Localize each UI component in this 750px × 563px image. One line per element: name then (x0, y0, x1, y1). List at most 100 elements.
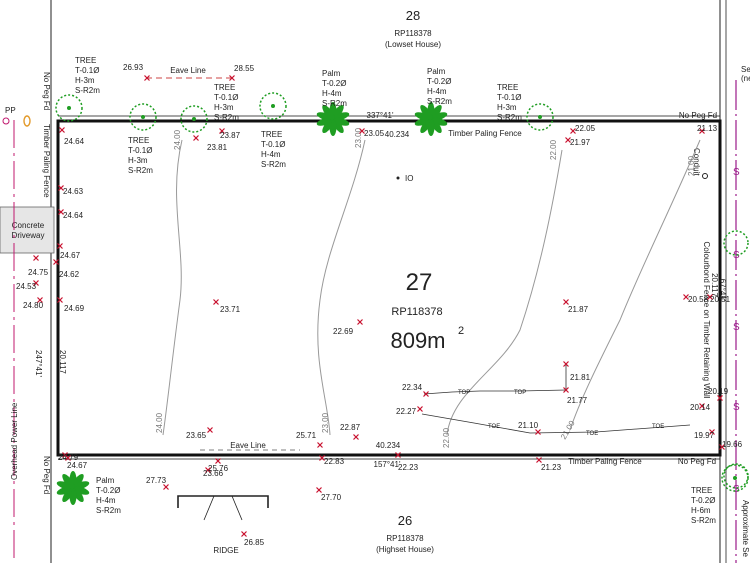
tree-label-line: H-4m (322, 89, 342, 98)
spot-level: 25.71 (296, 431, 317, 440)
sewer-marker: S (733, 402, 740, 413)
spot-level: 20.14 (690, 403, 711, 412)
top-of-bank (423, 389, 567, 395)
tree-trunk (67, 106, 71, 110)
spot-level: 20.58 (688, 295, 709, 304)
spot-level: 27.70 (321, 493, 342, 502)
lot-28-plan: RP118378 (394, 29, 432, 38)
lot-27-area-sup: 2 (458, 325, 464, 337)
no-peg-bottom: No Peg Fd (678, 457, 716, 466)
tree-label-line: T-0.2Ø (96, 486, 120, 495)
tree-label-line: TREE (261, 130, 282, 139)
tree-symbols (55, 92, 749, 505)
sewer-marker: S (733, 484, 740, 495)
spot-level: 23.87 (220, 131, 241, 140)
spot-level: 25.76 (208, 464, 229, 473)
lot-26-house: (Highset House) (376, 545, 434, 554)
contour-label: 22.00 (549, 139, 558, 160)
palm-symbol (56, 471, 90, 505)
bottom-bearing: 157°41' (374, 460, 401, 469)
ridge-label: RIDGE (213, 546, 238, 555)
tree-trunk (192, 117, 196, 121)
top-right-ne: (ne (741, 74, 750, 83)
spot-level: 24.62 (59, 270, 80, 279)
lot-28-number: 28 (406, 8, 420, 23)
spot-level: 28.55 (234, 64, 255, 73)
tree-label-line: TREE (75, 56, 96, 65)
service-pit-symbol (23, 115, 31, 127)
spot-level: 22.87 (340, 423, 361, 432)
spot-level: 24.64 (63, 211, 84, 220)
tree-trunk (538, 115, 542, 119)
tree-label-line: H-6m (691, 506, 711, 515)
top-key-2: TOP (514, 390, 526, 396)
tree-trunk (733, 476, 737, 480)
tree-label-line: TREE (214, 83, 235, 92)
contour-label: 24.00 (155, 412, 164, 433)
bottom-distance: 40.234 (376, 441, 401, 450)
top-right-se: Se (741, 65, 750, 74)
lot-27-number: 27 (406, 269, 433, 296)
contour-24 (162, 139, 183, 436)
spot-level: 22.69 (333, 327, 354, 336)
left-bearing: 247°41' (34, 350, 43, 377)
lot-26-number: 26 (398, 513, 412, 528)
contour-label: 23.00 (321, 412, 330, 433)
lot-27-plan: RP118378 (391, 306, 442, 318)
spot-level: 21.13 (697, 124, 718, 133)
tree-label-line: S-R2m (96, 506, 121, 515)
spot-level: 19.66 (722, 440, 743, 449)
lot-28-house: (Lowset House) (385, 40, 441, 49)
sewer-marker: S (733, 167, 740, 178)
tree-symbol (723, 463, 749, 489)
spot-level: 24.75 (28, 268, 49, 277)
sewer-markers: S S S S S (723, 167, 749, 495)
ridge-slope-2 (231, 495, 243, 521)
contour-label: 21.00 (687, 155, 696, 176)
sewer-marker: S (733, 322, 740, 333)
spot-level: 26.93 (123, 63, 144, 72)
tree-label-line: S-R2m (75, 86, 100, 95)
spot-level: 21.81 (570, 373, 591, 382)
spot-level: 24.67 (67, 461, 88, 470)
fence-bottom-label: Timber Paling Fence (568, 457, 642, 466)
top-distance: 40.234 (385, 130, 410, 139)
contour-label: 21.00 (559, 419, 577, 441)
spot-level: 21.23 (541, 463, 562, 472)
spot-level: 22.23 (398, 463, 419, 472)
tree-label-line: H-3m (214, 103, 234, 112)
tree-symbol (259, 92, 287, 120)
tree-label-line: H-3m (128, 156, 148, 165)
sewer-marker: S (733, 250, 740, 261)
tree-label-line: T-0.1Ø (497, 93, 521, 102)
tree-label-line: S-R2m (322, 99, 347, 108)
conduit-symbol (702, 173, 708, 179)
contour-21 (569, 139, 701, 431)
spot-level: 23.66 (203, 469, 224, 478)
power-pole-symbol (2, 117, 10, 125)
eave-line-top-label: Eave Line (170, 66, 206, 75)
spot-level: 21.87 (568, 305, 589, 314)
tree-symbol (180, 105, 208, 133)
overhead-power-line-label: Overhead Power Line (10, 402, 19, 480)
tree-trunk (141, 115, 145, 119)
driveway-label-2: Driveway (12, 231, 45, 240)
tree-label-line: H-4m (261, 150, 281, 159)
approx-sewer-label: Approximate Se (741, 500, 750, 557)
spot-level: 24.53 (16, 282, 37, 291)
spot-level: 22.83 (324, 457, 345, 466)
tree-label-line: H-4m (427, 87, 447, 96)
spot-level: 23.65 (186, 431, 207, 440)
tree-label-line: TREE (128, 136, 149, 145)
contour-23 (317, 139, 366, 436)
spot-level: 21.97 (570, 138, 591, 147)
tree-label-line: T-0.1Ø (214, 93, 238, 102)
spot-level: 23.81 (207, 143, 228, 152)
left-distance: 20.117 (58, 350, 67, 374)
tree-label-line: T-0.2Ø (691, 496, 715, 505)
tree-trunk (271, 104, 275, 108)
tree-symbol (55, 94, 83, 122)
spot-level: 24.67 (60, 251, 81, 260)
